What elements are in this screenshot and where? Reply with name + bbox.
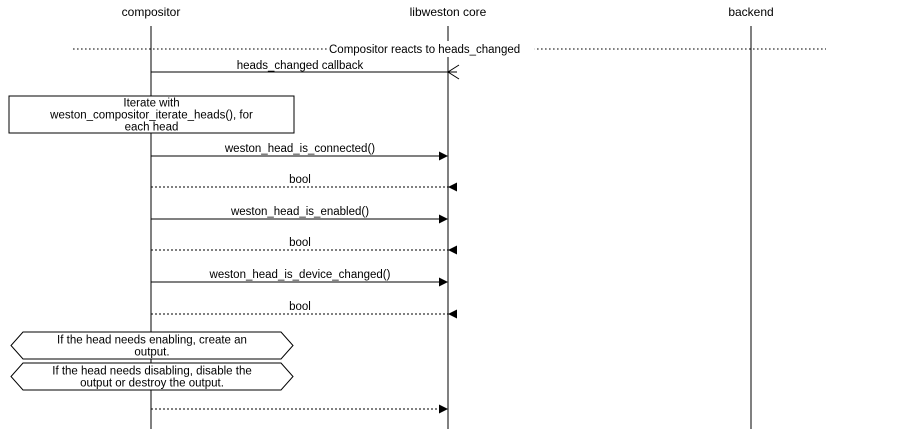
message-0: heads_changed callback bbox=[151, 60, 460, 80]
message-arrowhead-4 bbox=[448, 245, 457, 255]
message-4: bool bbox=[151, 237, 457, 255]
iterate-heads-note-line-0: Iterate with bbox=[123, 98, 179, 110]
participant-label-backend: backend bbox=[728, 5, 773, 19]
separator-label: Compositor reacts to heads_changed bbox=[329, 44, 520, 56]
enable-head-note: If the head needs enabling, create anout… bbox=[10, 331, 294, 360]
message-5: weston_head_is_device_changed() bbox=[151, 269, 448, 287]
message-label-0: heads_changed callback bbox=[237, 60, 364, 72]
message-3: weston_head_is_enabled() bbox=[151, 206, 448, 224]
disable-head-note-line-0: If the head needs disabling, disable the bbox=[52, 366, 251, 378]
enable-head-note-line-1: output. bbox=[134, 347, 169, 359]
participant-backend: backend bbox=[728, 5, 774, 429]
enable-head-note-shape bbox=[10, 331, 294, 360]
disable-head-note: If the head needs disabling, disable the… bbox=[10, 362, 294, 391]
message-label-1: weston_head_is_connected() bbox=[224, 143, 375, 155]
message-arrowhead-0 bbox=[447, 64, 460, 80]
message-label-4: bool bbox=[289, 237, 311, 249]
message-2: bool bbox=[151, 174, 457, 192]
participant-label-libweston-core: libweston core bbox=[410, 5, 487, 19]
separator-heads-changed: Compositor reacts to heads_changed bbox=[73, 41, 826, 57]
participant-compositor: compositor bbox=[122, 5, 181, 429]
message-arrowhead-5 bbox=[439, 277, 448, 287]
participant-libweston-core: libweston core bbox=[410, 5, 487, 429]
iterate-heads-note-line-2: each head bbox=[125, 122, 179, 134]
message-arrowhead-7 bbox=[439, 404, 448, 414]
message-1: weston_head_is_connected() bbox=[151, 143, 448, 161]
iterate-heads-note-shape bbox=[8, 95, 295, 134]
disable-head-note-shape bbox=[10, 362, 294, 391]
message-7 bbox=[151, 404, 448, 414]
separator-label-backing bbox=[327, 41, 535, 57]
enable-head-note-line-0: If the head needs enabling, create an bbox=[57, 335, 247, 347]
message-arrowhead-2 bbox=[448, 182, 457, 192]
message-label-2: bool bbox=[289, 174, 311, 186]
message-arrowhead-1 bbox=[439, 151, 448, 161]
iterate-heads-note-line-1: weston_compositor_iterate_heads(), for bbox=[49, 110, 253, 122]
message-label-3: weston_head_is_enabled() bbox=[230, 206, 369, 218]
message-label-6: bool bbox=[289, 301, 311, 313]
message-arrowhead-6 bbox=[448, 309, 457, 319]
message-arrowhead-3 bbox=[439, 214, 448, 224]
message-6: bool bbox=[151, 301, 457, 319]
message-label-5: weston_head_is_device_changed() bbox=[209, 269, 391, 281]
disable-head-note-line-1: output or destroy the output. bbox=[80, 378, 224, 390]
iterate-heads-note: Iterate withweston_compositor_iterate_he… bbox=[8, 95, 295, 134]
participant-label-compositor: compositor bbox=[122, 5, 181, 19]
